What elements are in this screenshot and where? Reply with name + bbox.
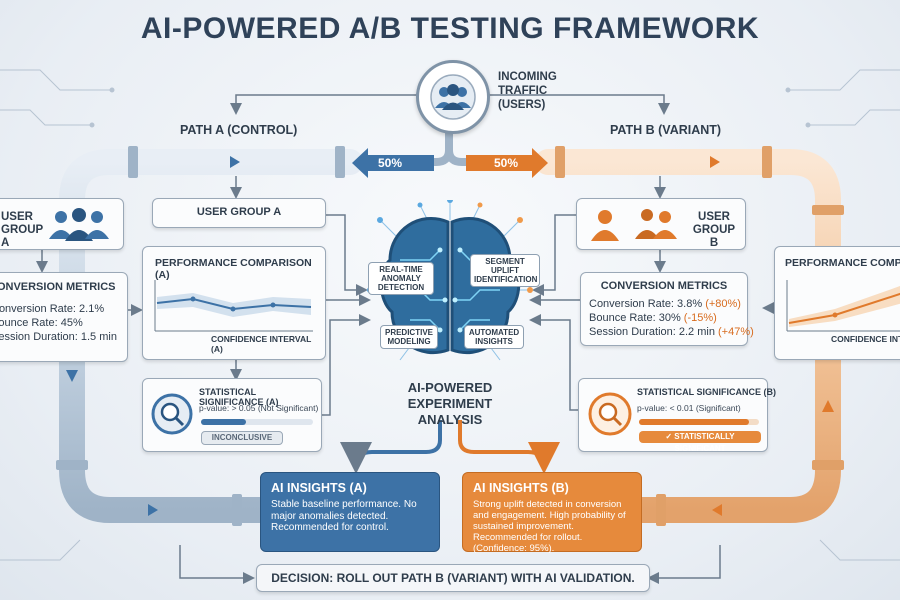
decision-banner: DECISION: ROLL OUT PATH B (VARIANT) WITH… bbox=[256, 564, 650, 592]
conversion-metrics-b: CONVERSION METRICS Conversion Rate: 3.8%… bbox=[580, 272, 754, 346]
metrics-b-bounce-delta: (-15%) bbox=[683, 312, 717, 324]
user-group-a-box-label: USER GROUP A bbox=[196, 206, 282, 218]
brain-anomaly-label: REAL-TIME ANOMALY DETECTION bbox=[368, 262, 434, 295]
split-b-arrow bbox=[466, 148, 548, 178]
perf-b-ci: CONFIDENCE INTERVAL bbox=[831, 334, 900, 344]
perf-a-chart bbox=[154, 280, 313, 332]
insights-b-heading: AI INSIGHTS (B) bbox=[473, 481, 569, 495]
decision-text: DECISION: ROLL OUT PATH B (VARIANT) WITH… bbox=[271, 571, 635, 585]
sig-b-heading: STATISTICAL SIGNIFICANCE (B) bbox=[637, 387, 776, 397]
sig-a-heading: STATISTICAL SIGNIFICANCE (A) bbox=[199, 387, 279, 407]
performance-comparison-b: PERFORMANCE COMPARISON CONFIDENCE INTERV… bbox=[774, 246, 900, 360]
split-a-arrow bbox=[352, 148, 434, 178]
page-title: AI-POWERED A/B TESTING FRAMEWORK bbox=[140, 12, 760, 45]
ai-insights-b: AI INSIGHTS (B) Strong uplift detected i… bbox=[462, 472, 642, 554]
sig-b-progress bbox=[639, 419, 759, 425]
metrics-b-conversion-delta: (+80%) bbox=[705, 298, 741, 310]
path-a-label: PATH A (CONTROL) bbox=[180, 123, 298, 137]
gauge-icon bbox=[588, 392, 632, 436]
user-group-b-label: USER GROUP B bbox=[692, 211, 736, 249]
insights-a-text: Stable baseline performance. No major an… bbox=[271, 499, 417, 533]
conversion-metrics-a: CONVERSION METRICS Conversion Rate: 2.1%… bbox=[0, 272, 128, 362]
metrics-b-session-delta: (+47%) bbox=[718, 326, 754, 338]
split-a-label: 50% bbox=[378, 156, 403, 170]
incoming-traffic-label: INCOMING TRAFFIC (USERS) bbox=[498, 71, 557, 111]
perf-a-heading: PERFORMANCE COMPARISON (A) bbox=[155, 257, 312, 281]
metrics-b-bounce: Bounce Rate: 30% bbox=[589, 312, 681, 324]
statistical-significance-a: STATISTICAL SIGNIFICANCE (A) p-value: > … bbox=[142, 378, 322, 452]
metrics-a-heading: CONVERSION METRICS bbox=[0, 281, 116, 293]
incoming-traffic-node bbox=[416, 60, 490, 134]
brain-segment-label: SEGMENT UPLIFT IDENTIFICATION bbox=[470, 254, 540, 287]
metrics-b-conversion-row: Conversion Rate: 3.8% (+80%) bbox=[589, 298, 741, 311]
user-group-a-label: USER GROUP A bbox=[1, 211, 43, 249]
metrics-b-bounce-row: Bounce Rate: 30% (-15%) bbox=[589, 312, 717, 325]
metrics-a-bounce: Bounce Rate: 45% bbox=[0, 317, 83, 329]
sig-b-badge: ✓ STATISTICALLY SIGNIFICANT bbox=[639, 431, 761, 453]
metrics-a-conversion: Conversion Rate: 2.1% bbox=[0, 303, 105, 315]
metrics-b-heading: CONVERSION METRICS bbox=[600, 280, 728, 292]
brain-predictive-label: PREDICTIVE MODELING bbox=[380, 325, 438, 349]
performance-comparison-a: PERFORMANCE COMPARISON (A) CONFIDENCE IN… bbox=[142, 246, 326, 360]
metrics-b-conversion: Conversion Rate: 3.8% bbox=[589, 298, 703, 310]
users-icon bbox=[430, 74, 476, 120]
perf-b-chart bbox=[786, 280, 900, 332]
metrics-a-session: Session Duration: 1.5 min bbox=[0, 331, 117, 343]
ai-insights-a: AI INSIGHTS (A) Stable baseline performa… bbox=[260, 472, 440, 552]
metrics-b-session: Session Duration: 2.2 min bbox=[589, 326, 715, 338]
path-b-label: PATH B (VARIANT) bbox=[610, 123, 722, 137]
insights-b-text: Strong uplift detected in conversion and… bbox=[473, 499, 626, 554]
perf-b-heading: PERFORMANCE COMPARISON bbox=[785, 257, 900, 269]
perf-a-ci: CONFIDENCE INTERVAL (A) bbox=[211, 334, 312, 354]
split-b-label: 50% bbox=[494, 156, 519, 170]
sig-a-pvalue: p-value: > 0.05 (Not Significant) bbox=[199, 403, 319, 413]
users-icon bbox=[49, 208, 109, 241]
sig-a-progress bbox=[201, 419, 313, 425]
brain-automated-label: AUTOMATED INSIGHTS bbox=[464, 325, 524, 349]
statistical-significance-b: STATISTICAL SIGNIFICANCE (B) p-value: < … bbox=[578, 378, 776, 453]
user-group-a-card: USER GROUP A bbox=[0, 198, 124, 250]
insights-a-heading: AI INSIGHTS (A) bbox=[271, 481, 367, 495]
magnifier-icon bbox=[151, 393, 193, 435]
sig-b-pvalue: p-value: < 0.01 (Significant) bbox=[637, 403, 741, 413]
user-group-b-card: USER GROUP B bbox=[576, 198, 746, 250]
brain-caption: AI-POWERED EXPERIMENT ANALYSIS bbox=[407, 380, 493, 427]
metrics-b-session-row: Session Duration: 2.2 min (+47%) bbox=[589, 326, 754, 339]
users-icon bbox=[591, 209, 677, 241]
sig-a-badge: INCONCLUSIVE bbox=[201, 431, 283, 445]
user-group-a-box: USER GROUP A bbox=[152, 198, 326, 228]
